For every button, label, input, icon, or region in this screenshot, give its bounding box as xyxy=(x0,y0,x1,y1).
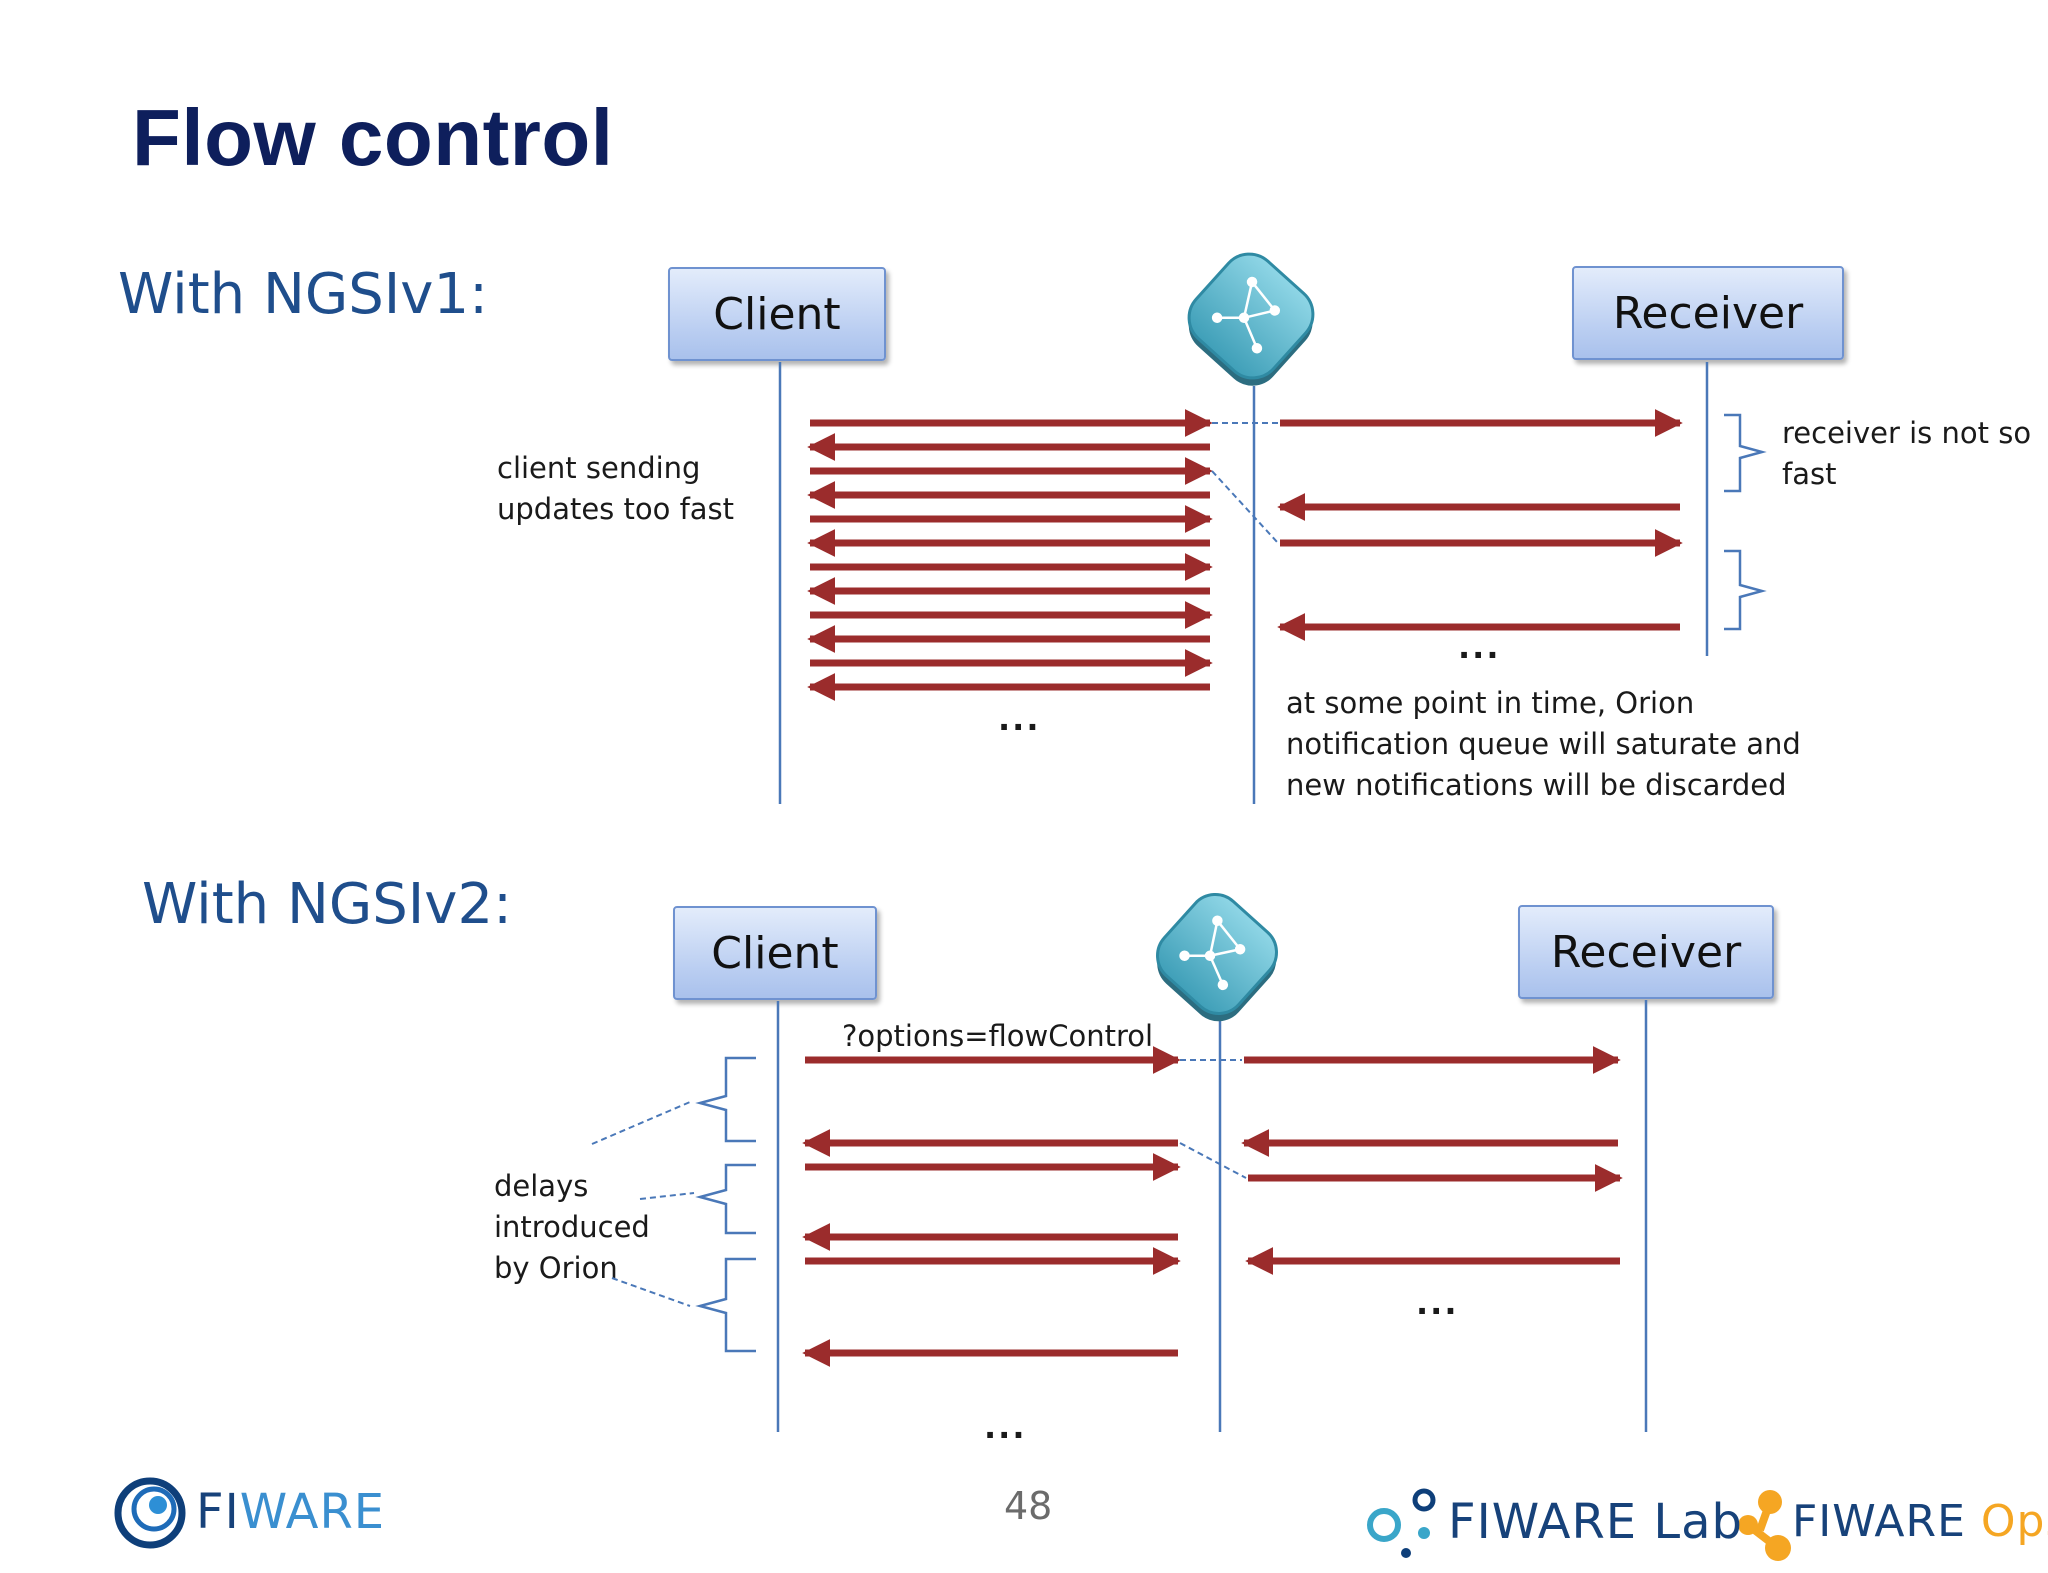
logo-suffix: WARE xyxy=(239,1484,386,1540)
note-line: at some point in time, Orion xyxy=(1286,686,1695,720)
ngsiv1-client-note: client sending updates too fast xyxy=(497,448,734,530)
dashed-connector xyxy=(1211,470,1279,544)
dashed-connector xyxy=(611,1277,691,1307)
logo-prefix: FI xyxy=(196,1484,240,1540)
ngsiv2-heading: With NGSIv2: xyxy=(142,872,512,937)
ngsiv1-client-box: Client xyxy=(668,267,886,361)
dashed-connector xyxy=(639,1192,695,1200)
logo-suffix: WARE Lab xyxy=(1491,1494,1743,1550)
ngsiv1-dashed-connectors xyxy=(1211,422,1279,544)
ngsiv2-dashed-connectors xyxy=(591,1059,1247,1307)
note-line: updates too fast xyxy=(497,492,735,526)
orion-broker-icon xyxy=(1156,893,1278,1022)
ngsiv1-client-ellipsis: ... xyxy=(998,700,1041,738)
ngsiv2-receiver-messages xyxy=(1241,1046,1623,1275)
ngsiv1-orion-note: at some point in time, Orion notificatio… xyxy=(1286,683,1801,806)
ngsiv2-client-box: Client xyxy=(673,906,877,1000)
ngsiv1-receiver-braces xyxy=(1724,413,1767,631)
note-line: introduced xyxy=(494,1210,650,1244)
ngsiv1-receiver-ellipsis: ... xyxy=(1458,628,1501,666)
page-number: 48 xyxy=(1004,1484,1053,1528)
orion-broker-icon xyxy=(1187,252,1315,386)
ngsiv2-receiver-box: Receiver xyxy=(1518,905,1774,999)
fiware-ops-logo-icon xyxy=(1738,1490,1791,1561)
fiware-ops-logo: FIWARE Ops xyxy=(1792,1496,2048,1547)
ngsiv1-receiver-note: receiver is not so fast xyxy=(1782,413,2031,495)
brace xyxy=(695,1257,756,1353)
brace xyxy=(695,1163,756,1235)
brace xyxy=(1724,549,1767,631)
logo-suffix: Ops xyxy=(1980,1496,2048,1547)
ngsiv2-client-messages xyxy=(802,1046,1181,1367)
ngsiv2-delay-note: delays introduced by Orion xyxy=(494,1166,650,1289)
fiware-lab-logo: FIWARE Lab xyxy=(1448,1494,1743,1550)
ngsiv2-delay-braces xyxy=(695,1056,756,1353)
fiware-lab-logo-icon xyxy=(1367,1488,1436,1558)
fiware-logo-icon xyxy=(114,1477,186,1549)
note-line: client sending xyxy=(497,451,701,485)
ngsiv2-receiver-ellipsis: ... xyxy=(1416,1284,1459,1322)
ngsiv1-client-messages xyxy=(807,409,1213,701)
logo-middle: WARE xyxy=(1832,1496,1966,1547)
fiware-logo: FIWARE xyxy=(196,1484,385,1540)
slide-title: Flow control xyxy=(132,93,614,182)
ngsiv1-heading: With NGSIv1: xyxy=(118,262,488,327)
note-line: fast xyxy=(1782,457,1837,491)
ngsiv1-lifelines xyxy=(778,362,1709,804)
ngsiv2-client-ellipsis: ... xyxy=(984,1408,1027,1446)
note-line: delays xyxy=(494,1169,589,1203)
dashed-connector xyxy=(591,1101,691,1145)
ngsiv2-lifelines xyxy=(776,1000,1648,1432)
note-line: by Orion xyxy=(494,1251,618,1285)
logo-prefix: FI xyxy=(1448,1494,1492,1550)
logo-prefix: FI xyxy=(1792,1496,1833,1547)
note-line: new notifications will be discarded xyxy=(1286,768,1787,802)
ngsiv2-option-label: ?options=flowControl xyxy=(842,1019,1154,1053)
ngsiv1-receiver-box: Receiver xyxy=(1572,266,1844,360)
brace xyxy=(695,1056,756,1143)
note-line: notification queue will saturate and xyxy=(1286,727,1801,761)
dashed-connector xyxy=(1179,1142,1247,1179)
brace xyxy=(1724,413,1767,493)
ngsiv1-receiver-messages xyxy=(1277,409,1683,641)
note-line: receiver is not so xyxy=(1782,416,2032,450)
